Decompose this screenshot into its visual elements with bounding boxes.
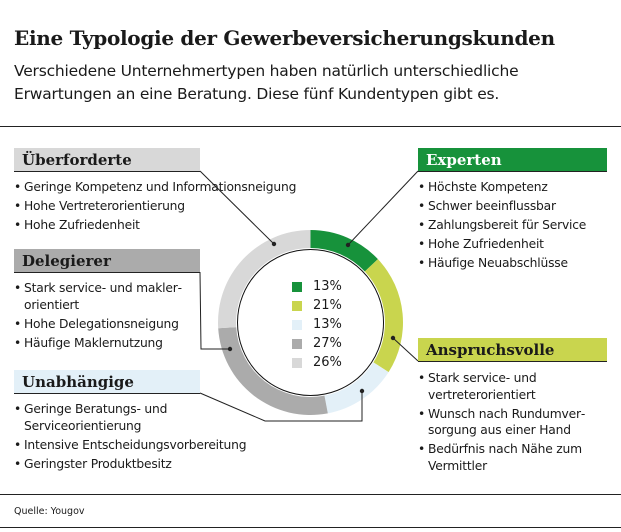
- legend-label: 21%: [313, 298, 342, 313]
- list-item: Häufige Maklernutzung: [14, 335, 189, 352]
- leader-dot: [359, 388, 365, 394]
- list-experten: Höchste Kompetenz Schwer beeinflussbar Z…: [418, 179, 613, 274]
- leader-dot: [390, 335, 396, 341]
- legend-item: 13%: [292, 315, 342, 334]
- legend-swatch: [292, 281, 302, 292]
- legend-label: 27%: [313, 336, 342, 351]
- leader-dot: [345, 242, 351, 248]
- divider: [0, 494, 621, 495]
- legend-label: 13%: [313, 279, 342, 294]
- legend-item: 13%: [292, 277, 342, 296]
- inner-circle: [237, 249, 384, 396]
- list-anspruchsvolle: Stark service- und vertreterorientiert W…: [418, 370, 588, 477]
- header-anspruchsvolle: Anspruchsvolle: [418, 338, 607, 362]
- header-ueberforderte: Überforderte: [14, 148, 200, 172]
- list-item: Intensive Entscheidungsvorbereitung: [14, 437, 274, 454]
- list-item: Hohe Delegationsneigung: [14, 316, 189, 333]
- leader-dot: [271, 241, 277, 247]
- list-item: Höchste Kompetenz: [418, 179, 613, 196]
- list-item: Geringe Beratungs- und Serviceorientieru…: [14, 401, 184, 434]
- list-item: Bedürfnis nach Nähe zum Vermittler: [418, 441, 588, 474]
- leader-experten: [347, 170, 419, 246]
- list-item: Zahlungsbereit für Service: [418, 217, 613, 234]
- legend-item: 27%: [292, 334, 342, 353]
- legend-label: 26%: [313, 355, 342, 370]
- legend-item: 26%: [292, 353, 342, 372]
- divider: [0, 527, 621, 528]
- legend-item: 21%: [292, 296, 342, 315]
- subtitle-line: Verschiedene Unternehmertypen haben natü…: [14, 62, 519, 80]
- divider: [0, 126, 621, 127]
- list-item: Stark service- und makler­orientiert: [14, 280, 189, 313]
- leader-anspruchsvolle: [392, 337, 419, 362]
- list-item: Hohe Zufriedenheit: [418, 236, 613, 253]
- subtitle-line: Erwartungen an eine Beratung. Diese fünf…: [14, 85, 500, 103]
- legend-swatch: [292, 338, 302, 349]
- subtitle: Verschiedene Unternehmertypen haben natü…: [14, 60, 614, 106]
- list-item: Stark service- und vertreterorientiert: [418, 370, 588, 403]
- chart-legend: 13% 21% 13% 27% 26%: [292, 277, 342, 372]
- header-delegierer: Delegierer: [14, 249, 200, 273]
- source-note: Quelle: Yougov: [14, 506, 85, 517]
- list-item: Häufige Neuabschlüsse: [418, 255, 613, 272]
- list-item: Hohe Vertreterorientierung: [14, 198, 296, 215]
- leader-dot: [227, 346, 233, 352]
- segment-anspruchsvolle: [364, 259, 403, 373]
- leader-unabhaengige: [199, 391, 363, 422]
- segment-ueberforderte: [218, 230, 311, 329]
- header-unabhaengige: Unabhängige: [14, 370, 200, 394]
- segment-unabhaengige: [324, 362, 389, 414]
- leader-delegierer: [199, 271, 230, 350]
- legend-label: 13%: [313, 317, 342, 332]
- legend-swatch: [292, 357, 302, 368]
- segment-experten: [310, 230, 378, 272]
- list-delegierer: Stark service- und makler­orientiert Hoh…: [14, 280, 189, 354]
- list-item: Geringster Produktbesitz: [14, 456, 274, 473]
- list-ueberforderte: Geringe Kompetenz und Informationsneigun…: [14, 179, 296, 236]
- list-item: Wunsch nach Rundumver­sorgung aus einer …: [418, 406, 588, 439]
- header-experten: Experten: [418, 148, 607, 172]
- list-item: Schwer beeinflussbar: [418, 198, 613, 215]
- list-item: Geringe Kompetenz und Informationsneigun…: [14, 179, 296, 196]
- page-title: Eine Typologie der Gewerbeversicherungsk…: [14, 26, 555, 50]
- list-item: Hohe Zufriedenheit: [14, 217, 296, 234]
- segment-delegierer: [218, 327, 328, 415]
- legend-swatch: [292, 300, 302, 311]
- legend-swatch: [292, 319, 302, 330]
- list-unabhaengige: Geringe Beratungs- und Serviceorientieru…: [14, 401, 274, 475]
